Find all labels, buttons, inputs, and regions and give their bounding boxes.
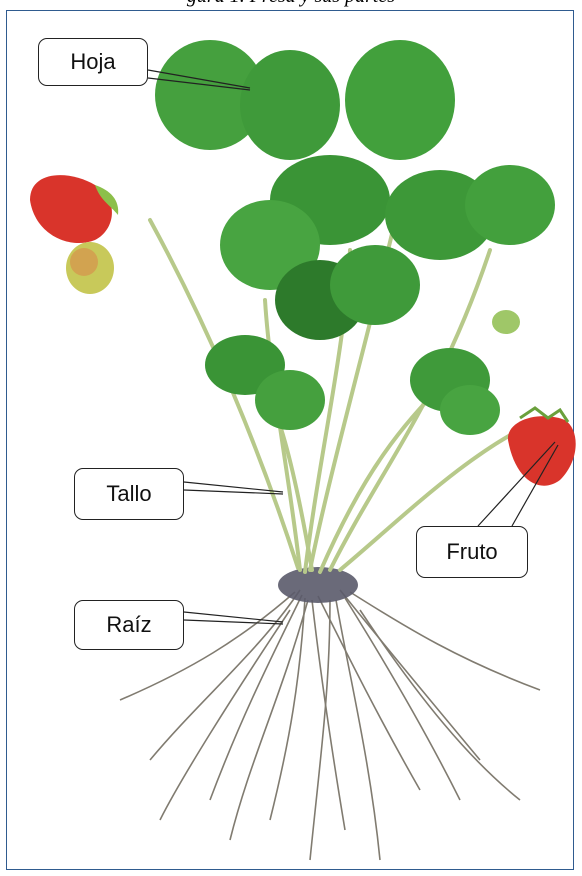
label-tallo: Tallo [74,468,184,520]
label-fruto: Fruto [416,526,528,578]
label-hoja: Hoja [38,38,148,86]
label-raiz: Raíz [74,600,184,650]
